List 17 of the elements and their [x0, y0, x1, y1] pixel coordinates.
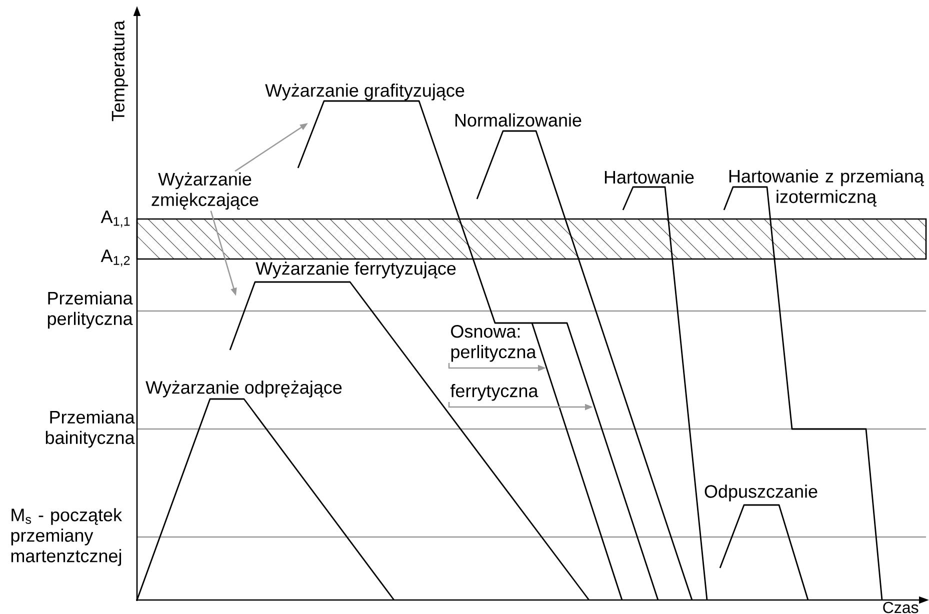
transformation-label: Przemiana bainityczna	[46, 410, 135, 448]
annotation-text: ferrytyczna	[450, 384, 538, 401]
process-label: Hartowanie z przemianą izotermiczną	[729, 169, 924, 207]
annotation-text: Osnowa: perlityczna	[451, 325, 536, 362]
transformation-label: M$_{s}$ - początek przemiany martenztcznej	[11, 508, 122, 566]
process-label: Odpuszczanie	[704, 484, 818, 502]
transformation-label: Przemiana perlityczna	[48, 291, 133, 329]
temperature-label: A$_{1,2}$	[100, 250, 130, 266]
process-label: Wyżarzanie grafityzujące	[265, 84, 464, 100]
axis-label: Temperatura	[112, 20, 128, 122]
temperature-label: A$_{1,1}$	[100, 210, 130, 228]
process-label: Wyżarzanie ferrytyzujące	[256, 262, 456, 278]
annotation-text: Wyżarzanie zmiękczające	[152, 172, 258, 210]
process-label: Hartowanie	[604, 170, 694, 184]
axis-label: Czas	[883, 602, 918, 614]
process-label: Wyżarzanie odprężające	[146, 380, 342, 398]
process-label: Normalizowanie	[455, 113, 582, 127]
